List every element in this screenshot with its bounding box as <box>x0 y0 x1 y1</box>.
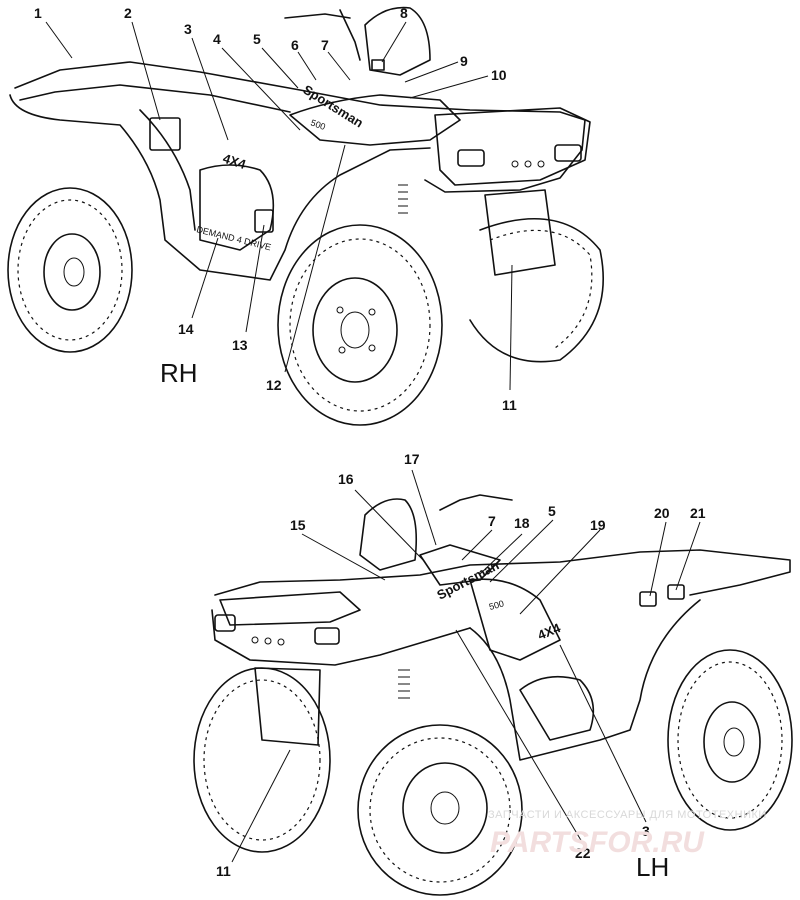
rh-4x4-decal: 4X4 <box>221 151 248 173</box>
rh-callouts: 1 2 3 4 5 6 7 8 9 10 11 12 13 14 <box>34 5 517 413</box>
callout-7-lh: 7 <box>488 513 496 529</box>
callout-9: 9 <box>460 53 468 69</box>
watermark: ЗАПЧАСТИ И АКСЕССУАРЫ ДЛЯ МОТОТЕХНИКИ PA… <box>488 809 767 859</box>
callout-5: 5 <box>253 31 261 47</box>
rh-model-decal: 500 <box>309 117 327 132</box>
callout-20: 20 <box>654 505 670 521</box>
watermark-tagline: ЗАПЧАСТИ И АКСЕССУАРЫ ДЛЯ МОТОТЕХНИКИ <box>488 809 767 821</box>
atv-body-rh <box>9 6 591 281</box>
callout-16: 16 <box>338 471 354 487</box>
callout-18: 18 <box>514 515 530 531</box>
callout-15: 15 <box>290 517 306 533</box>
wheel-front-rh <box>277 224 443 426</box>
callout-7: 7 <box>321 37 329 53</box>
lh-callouts: 15 16 17 7 18 5 19 20 21 11 22 3 <box>216 451 706 879</box>
wheel-rear-lh <box>667 649 793 831</box>
callout-6: 6 <box>291 37 299 53</box>
callout-19: 19 <box>590 517 606 533</box>
atv-lh-view: Sportsman 500 4X4 15 16 17 7 18 5 19 <box>193 451 793 896</box>
callout-14: 14 <box>178 321 194 337</box>
callout-3-lh: 3 <box>642 823 650 839</box>
atv-rh-view: 4X4 Sportsman 500 DEMAND 4 DRIVE 1 2 3 <box>7 5 604 426</box>
callout-11: 11 <box>502 397 517 413</box>
callout-4: 4 <box>213 31 221 47</box>
callout-5-lh: 5 <box>548 503 556 519</box>
callout-3: 3 <box>184 21 192 37</box>
callout-17: 17 <box>404 451 420 467</box>
atv-body-lh <box>211 494 791 761</box>
wheel-rear-rh <box>7 187 133 353</box>
callout-21: 21 <box>690 505 706 521</box>
callout-22: 22 <box>575 845 591 861</box>
callout-10: 10 <box>491 67 507 83</box>
rh-leader-lines <box>45 21 513 391</box>
wheel-front-lh <box>193 667 331 853</box>
callout-2: 2 <box>124 5 132 21</box>
callout-8: 8 <box>400 5 408 21</box>
rh-view-label: RH <box>160 358 198 388</box>
lh-view-label: LH <box>636 852 669 882</box>
lh-model-decal: 500 <box>488 598 505 612</box>
callout-13: 13 <box>232 337 248 353</box>
lh-leader-lines <box>231 469 701 863</box>
watermark-logo: PARTSFOR.RU <box>490 826 705 859</box>
wheel-front-near-lh <box>357 724 523 896</box>
callout-1: 1 <box>34 5 42 21</box>
callout-11-lh: 11 <box>216 863 231 879</box>
callout-12: 12 <box>266 377 282 393</box>
